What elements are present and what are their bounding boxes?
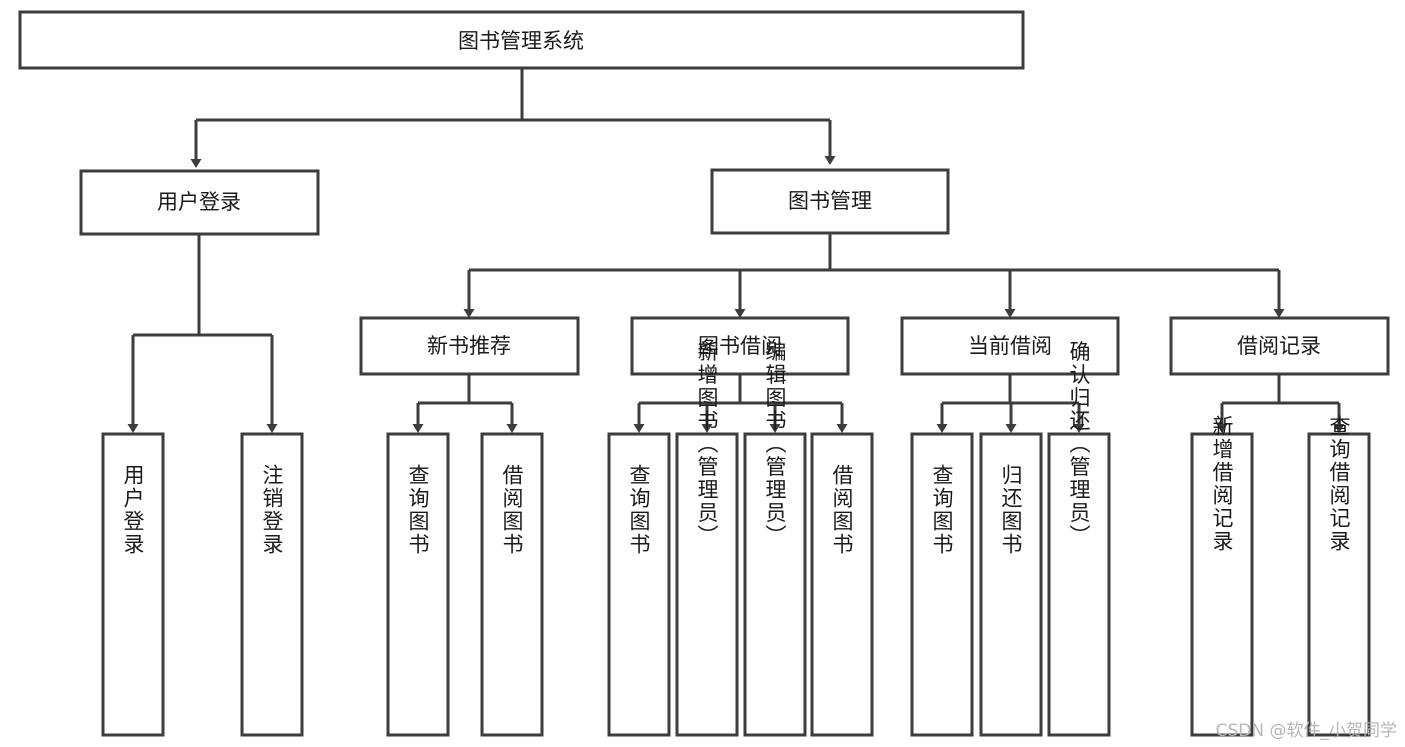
- node-leaf-user-login-box[interactable]: [101, 432, 165, 737]
- node-leaf-return-book-box[interactable]: [979, 432, 1043, 737]
- node-new-book-recommend-label: 新书推荐: [427, 334, 511, 358]
- node-leaf-confirm-return-box[interactable]: [1047, 432, 1111, 737]
- node-leaf-query-book-3[interactable]: 查询图书: [910, 432, 974, 737]
- node-leaf-query-book-1[interactable]: 查询图书: [386, 432, 450, 737]
- edge-layer: [127, 68, 1345, 433]
- node-user-login-box[interactable]: [79, 169, 320, 236]
- node-leaf-query-book-1-box[interactable]: [386, 432, 450, 737]
- node-book-borrow-box[interactable]: [630, 316, 850, 376]
- node-leaf-add-book[interactable]: 新增图书（管理员）: [675, 341, 739, 737]
- node-root[interactable]: 图书管理系统: [18, 10, 1025, 70]
- node-current-borrow-box[interactable]: [900, 316, 1120, 376]
- node-leaf-return-book[interactable]: 归还图书: [979, 432, 1043, 737]
- node-borrow-record[interactable]: 借阅记录: [1169, 316, 1390, 376]
- node-leaf-query-book-3-label: 查询图书: [930, 464, 954, 556]
- node-leaf-edit-book-label: 编辑图书（管理员）: [763, 341, 787, 548]
- node-leaf-add-record-label: 新增借阅记录: [1210, 415, 1234, 553]
- node-leaf-add-record-box[interactable]: [1190, 432, 1254, 737]
- node-new-book-recommend-box[interactable]: [359, 316, 580, 376]
- node-leaf-add-book-label: 新增图书（管理员）: [695, 341, 719, 548]
- node-leaf-query-record-box[interactable]: [1307, 432, 1371, 737]
- node-borrow-record-box[interactable]: [1169, 316, 1390, 376]
- node-leaf-confirm-return-label: 确认归还（管理员）: [1067, 341, 1091, 548]
- node-leaf-edit-book[interactable]: 编辑图书（管理员）: [743, 341, 807, 737]
- node-leaf-query-book-2-box[interactable]: [607, 432, 671, 737]
- node-leaf-query-book-2[interactable]: 查询图书: [607, 432, 671, 737]
- node-book-borrow[interactable]: 图书借阅: [630, 316, 850, 376]
- node-leaf-user-login[interactable]: 用户登录: [101, 432, 165, 737]
- node-leaf-borrow-book-2-box[interactable]: [810, 432, 874, 737]
- node-current-borrow-label: 当前借阅: [968, 334, 1052, 358]
- node-root-box[interactable]: [18, 10, 1025, 70]
- node-leaf-borrow-book-1[interactable]: 借阅图书: [480, 432, 544, 737]
- node-leaf-query-record-label: 查询借阅记录: [1327, 415, 1351, 553]
- node-current-borrow[interactable]: 当前借阅: [900, 316, 1120, 376]
- node-leaf-add-book-box[interactable]: [675, 432, 739, 737]
- node-book-manage-box[interactable]: [710, 168, 950, 235]
- node-leaf-query-book-3-box[interactable]: [910, 432, 974, 737]
- node-leaf-borrow-book-2[interactable]: 借阅图书: [810, 432, 874, 737]
- node-leaf-borrow-book-2-label: 借阅图书: [830, 464, 854, 556]
- node-leaf-add-record[interactable]: 新增借阅记录: [1190, 415, 1254, 737]
- node-leaf-query-record[interactable]: 查询借阅记录: [1307, 415, 1371, 737]
- node-root-label: 图书管理系统: [458, 29, 584, 53]
- node-book-borrow-label: 图书借阅: [698, 334, 782, 358]
- node-leaf-logout-login[interactable]: 注销登录: [240, 432, 304, 737]
- node-leaf-query-book-2-label: 查询图书: [627, 464, 651, 556]
- node-user-login-label: 用户登录: [157, 190, 241, 214]
- node-leaf-borrow-book-1-box[interactable]: [480, 432, 544, 737]
- node-book-manage-label: 图书管理: [788, 189, 872, 213]
- node-leaf-confirm-return[interactable]: 确认归还（管理员）: [1047, 341, 1111, 737]
- node-leaf-query-book-1-label: 查询图书: [406, 464, 430, 556]
- node-leaf-borrow-book-1-label: 借阅图书: [500, 464, 524, 556]
- node-leaf-logout-login-box[interactable]: [240, 432, 304, 737]
- node-borrow-record-label: 借阅记录: [1237, 334, 1321, 358]
- node-leaf-user-login-label: 用户登录: [121, 464, 145, 556]
- node-user-login[interactable]: 用户登录: [79, 169, 320, 236]
- node-leaf-logout-login-label: 注销登录: [260, 464, 284, 556]
- node-leaf-return-book-label: 归还图书: [999, 464, 1023, 556]
- node-leaf-edit-book-box[interactable]: [743, 432, 807, 737]
- node-new-book-recommend[interactable]: 新书推荐: [359, 316, 580, 376]
- node-book-manage[interactable]: 图书管理: [710, 168, 950, 235]
